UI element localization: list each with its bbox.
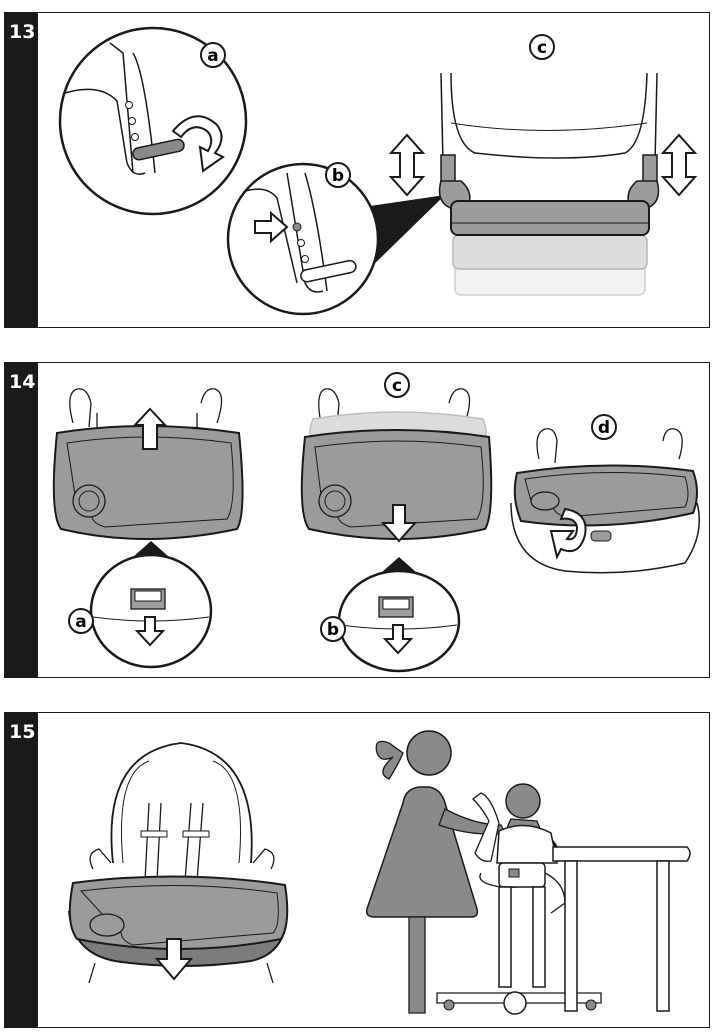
step-13-number: 13 xyxy=(9,21,36,43)
svg-text:b: b xyxy=(327,620,339,640)
tray-storage-view: d xyxy=(510,414,700,574)
label-c: c xyxy=(529,34,555,60)
label-b: b xyxy=(325,162,351,188)
step-13-illustration: a b xyxy=(58,26,698,316)
step-15-panel: 15 xyxy=(4,712,710,1028)
detail-b-magnifier xyxy=(226,162,445,316)
step-14-panel: 14 a xyxy=(4,362,710,678)
step-14-number: 14 xyxy=(9,371,36,393)
step-13-panel: 13 a xyxy=(4,12,710,328)
detail-a-magnifier xyxy=(58,26,248,216)
chair-footrest-view xyxy=(438,72,660,296)
label-a: a xyxy=(200,42,226,68)
step-15-bar: 15 xyxy=(5,713,38,1027)
step-13-bar: 13 xyxy=(5,13,38,327)
up-down-arrow-icon xyxy=(660,133,698,197)
up-down-arrow-icon xyxy=(388,133,426,197)
svg-text:a: a xyxy=(75,612,86,632)
svg-text:c: c xyxy=(537,38,547,58)
svg-text:c: c xyxy=(392,376,402,396)
step-15-illustration xyxy=(68,730,691,1015)
step-14-illustration: a b c xyxy=(52,372,700,673)
step-14-bar: 14 xyxy=(5,363,38,677)
press-arrow-icon xyxy=(254,210,289,244)
rotate-arrow-icon xyxy=(171,115,225,173)
adult-child-table-view xyxy=(365,730,691,1015)
svg-text:a: a xyxy=(207,46,218,66)
chair-front-view xyxy=(68,742,289,984)
tray-remove-view: b c xyxy=(300,372,493,673)
svg-text:b: b xyxy=(332,166,344,186)
tray-release-view: a xyxy=(52,388,244,669)
step-15-number: 15 xyxy=(9,721,36,743)
svg-text:d: d xyxy=(598,418,610,438)
